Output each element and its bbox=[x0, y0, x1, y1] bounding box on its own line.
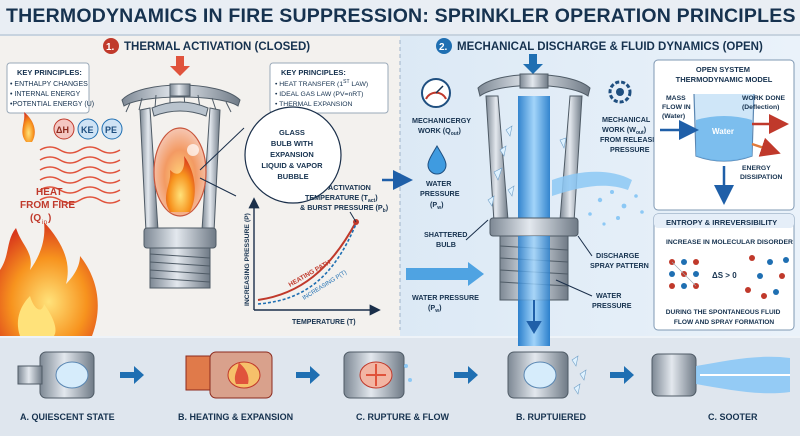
sprinkler-open bbox=[477, 73, 644, 346]
key-principles-box-1 bbox=[6, 62, 90, 114]
water-pressure-bottom-symbol: (Pw) bbox=[428, 303, 442, 314]
entropy-subtitle: INCREASE IN MOLECULAR DISORDER bbox=[666, 239, 793, 246]
delta-s-label: ΔS > 0 bbox=[712, 271, 737, 280]
work-done-label: WORK DONE (Deflection) bbox=[742, 95, 787, 111]
mech-work-label: MECHANICERGY bbox=[412, 116, 471, 125]
principle-item: • THERMAL EXPANSION bbox=[275, 101, 353, 108]
principle-item: • INTERNAL ENERGY bbox=[10, 91, 81, 98]
sequence-step-b bbox=[185, 351, 273, 399]
sequence-label: C. RUPTURE & FLOW bbox=[356, 412, 449, 422]
step-1-number: 1. bbox=[106, 42, 115, 53]
sequence-arrow bbox=[120, 366, 144, 384]
title-bar: THERMODYNAMICS IN FIRE SUPPRESSION: SPRI… bbox=[0, 0, 800, 36]
key-principles-heading-2: KEY PRINCIPLES: bbox=[281, 68, 346, 77]
heat-symbol: (Q bbox=[30, 213, 41, 224]
sequence-label: B. RUPTUIERED bbox=[516, 412, 587, 422]
molecule-grid-disordered bbox=[745, 255, 789, 299]
glass-shards bbox=[487, 125, 567, 207]
energy-arrow bbox=[751, 137, 781, 157]
open-system-heading: OPEN SYSTEM THERMODYNAMIC MODEL bbox=[676, 65, 773, 84]
water-pressure-symbol: (Pw) bbox=[430, 200, 444, 211]
entropy-caption: DURING THE SPONTANEOUS FLUID FLOW AND SP… bbox=[666, 309, 782, 326]
page-title: THERMODYNAMICS IN FIRE SUPPRESSION: SPRI… bbox=[6, 5, 796, 27]
discharge-label: DISCHARGE SPRAY PATTERN bbox=[590, 251, 649, 270]
callout-line bbox=[199, 127, 245, 171]
sequence-step-d bbox=[507, 351, 587, 399]
threaded-base bbox=[149, 247, 211, 289]
mass-flow-label: MASS FLOW IN (Water) bbox=[662, 95, 693, 120]
pressure-curve bbox=[257, 223, 357, 305]
principle-item: •POTENTIAL ENERGY (U) bbox=[10, 101, 94, 108]
step-2-number: 2. bbox=[439, 42, 448, 53]
badge-delta-h: ΔH bbox=[56, 125, 69, 135]
callout-line bbox=[199, 177, 237, 197]
water-pressure-right-label: WATER PRESSURE bbox=[592, 291, 632, 310]
heat-waves bbox=[39, 146, 121, 204]
water-pressure-bottom-label: WATER PRESSURE bbox=[412, 293, 479, 302]
key-principles-box-2 bbox=[269, 62, 389, 114]
sequence-arrow bbox=[610, 366, 634, 384]
callout-line bbox=[465, 219, 489, 241]
heat-label: HEAT bbox=[36, 187, 62, 198]
glass-bulb-callout bbox=[244, 106, 342, 204]
water-drop-icon bbox=[427, 145, 447, 175]
step-2-title: MECHANICAL DISCHARGE & FLUID DYNAMICS (O… bbox=[457, 41, 763, 53]
step-2-badge bbox=[436, 38, 452, 54]
step-1-badge bbox=[103, 38, 119, 54]
energy-dissipation-label: ENERGY DISSIPATION bbox=[740, 165, 783, 181]
mech-work-right-label: MECHANICAL bbox=[602, 115, 651, 124]
step-1-title: THERMAL ACTIVATION (CLOSED) bbox=[124, 41, 310, 53]
key-principles-heading-1: KEY PRINCIPLES: bbox=[17, 68, 82, 77]
entropy-heading: ENTROPY & IRREVERSIBILITY bbox=[666, 218, 777, 227]
heating-path-curve bbox=[257, 221, 357, 301]
heat-symbol-close: ) bbox=[48, 213, 51, 224]
sprinkler-closed bbox=[121, 83, 241, 289]
activation-label: ACTIVATION TEMPERATURE (Tact) & BURST PR… bbox=[300, 183, 389, 214]
small-flame-icon bbox=[22, 112, 35, 142]
sequence-step-a bbox=[17, 351, 95, 399]
graph-y-label: INCREASING PRESSURE (P) bbox=[244, 213, 251, 306]
spray-pattern bbox=[552, 171, 644, 226]
molecule-grid-ordered bbox=[669, 259, 699, 289]
heat-label: FROM FIRE bbox=[20, 200, 75, 211]
mech-work-right-label: FROM RELEASED PRESSURE bbox=[600, 135, 664, 154]
callout-text: GLASS BULB WITH EXPANSION LIQUID & VAPOR… bbox=[261, 128, 324, 181]
shattered-bulb-label: SHATTERED BULB bbox=[424, 230, 469, 249]
gear-icon bbox=[608, 80, 632, 104]
principle-item: • ENTHALPY CHANGES bbox=[10, 81, 88, 88]
water-inflow-arrow bbox=[406, 262, 484, 286]
control-volume-label: Water bbox=[712, 127, 734, 136]
bulb-flame bbox=[165, 156, 195, 212]
water-down-arrow bbox=[523, 54, 543, 74]
heat-symbol-sub: in bbox=[42, 219, 47, 226]
graph-x-label: TEMPERATURE (T) bbox=[292, 319, 356, 326]
gauge-icon bbox=[421, 78, 451, 108]
sequence-step-c bbox=[343, 351, 412, 399]
energy-badges: ΔH KE PE bbox=[53, 118, 123, 140]
principle-item: • HEAT TRANSFER (1ST LAW) bbox=[275, 79, 368, 88]
sequence-label: C. SOOTER bbox=[708, 412, 758, 422]
callout-line bbox=[577, 235, 593, 257]
sequence-arrow bbox=[296, 366, 320, 384]
sequence-label: A. QUIESCENT STATE bbox=[20, 412, 115, 422]
callout-line bbox=[555, 279, 593, 297]
badge-ke: KE bbox=[81, 125, 94, 135]
fire-icon bbox=[0, 222, 98, 336]
mech-work-label: WORK (Qout) bbox=[418, 126, 462, 137]
heat-down-arrow bbox=[170, 56, 190, 76]
sequence-step-e bbox=[651, 353, 790, 397]
sequence-arrow bbox=[454, 366, 478, 384]
water-pressure-label: WATER PRESSURE bbox=[420, 179, 460, 198]
badge-pe: PE bbox=[105, 125, 117, 135]
mech-work-right-label: WORK (Wout) bbox=[602, 125, 647, 136]
principle-item: • IDEAL GAS LAW (PV=nRT) bbox=[275, 91, 363, 98]
sequence-label: B. HEATING & EXPANSION bbox=[178, 412, 293, 422]
